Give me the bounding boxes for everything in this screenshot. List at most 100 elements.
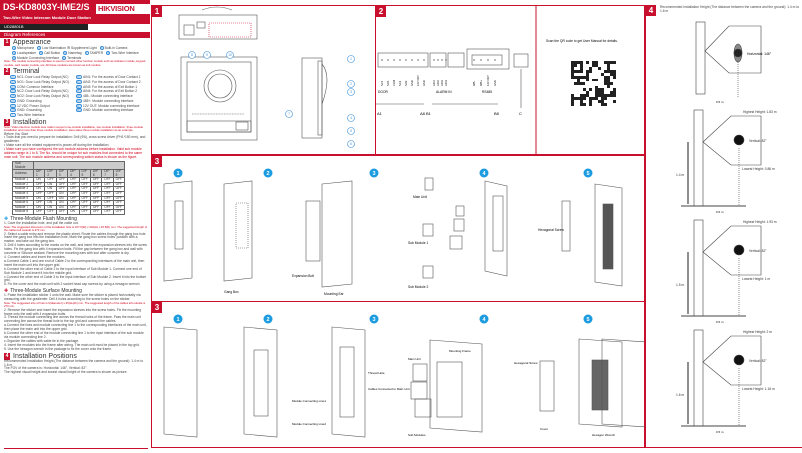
pin-label: AIN1 <box>432 80 436 86</box>
label: Module Connecting Line2 <box>292 422 326 426</box>
pin-label: 12V OUT <box>416 75 420 86</box>
step-badge: 1 <box>173 168 183 178</box>
terminal-label: 485-: Module connecting interface <box>83 93 133 98</box>
highest-height: Highest Height: 1.93 m <box>743 220 777 224</box>
step: 4. Connect cables and insert the modules… <box>4 254 66 259</box>
product-title: DS-KD8003Y-IME2/S <box>3 2 90 12</box>
hikvision-logo: HIKVISION <box>96 4 150 14</box>
qr-code[interactable] <box>571 61 616 106</box>
step: 4. Insert the modules into the frame aft… <box>4 342 140 347</box>
label: Cables Connected to Main Unit <box>368 387 410 391</box>
door-label: DOOR <box>378 90 389 94</box>
terminal-id: B5 <box>76 94 82 99</box>
step-badge: 5 <box>583 168 593 178</box>
callout-number: 8 <box>191 53 193 57</box>
step: b.Connect the other end of Cable 2 to th… <box>4 266 142 275</box>
item-label: TAMPER <box>89 50 104 55</box>
pin-label: COM <box>392 80 396 86</box>
callout-10: 10 <box>226 51 234 59</box>
terminal-id: A4 <box>10 89 16 94</box>
terminal-label: 485+: Module connecting interface <box>83 98 134 103</box>
terminal-label: AIN4: For the access of Exit Button 2 <box>83 89 138 94</box>
bottom-divider <box>4 448 148 449</box>
callout-2: 2 <box>347 80 355 88</box>
highest-height: Highest Height: 1.83 m <box>743 110 777 114</box>
table-cell: Module 8 <box>12 209 34 215</box>
label: Hexagon Wrench <box>592 433 615 437</box>
terminal-label: Two-Wire Interface <box>17 113 45 118</box>
step-number: 2 <box>266 171 269 177</box>
table-cell: OFF <box>112 209 126 215</box>
callout-3: 3 <box>347 88 355 96</box>
step: 5. Use the hexagon wrench in the package… <box>4 346 112 351</box>
b8-label: B8 <box>494 111 500 116</box>
callout-number: 1 <box>12 46 16 50</box>
position-text: Recommended Installation Height (The dis… <box>4 358 144 367</box>
label: Main Unit <box>413 195 427 199</box>
distance-label: 0.5 m <box>716 320 724 324</box>
section-number: 3 <box>4 118 10 126</box>
callout-5: 5 <box>347 127 355 135</box>
label: Sub Modules <box>408 433 426 437</box>
step-number: 1 <box>176 317 179 323</box>
terminal-id: C <box>10 113 16 118</box>
terminal-id: B6 <box>76 98 82 103</box>
label: Module Connecting Line1 <box>292 399 326 403</box>
pin-label: AIN3 <box>440 80 444 86</box>
step: c.Organize the cables with cable tie in … <box>4 338 80 343</box>
callout-8: 8 <box>188 51 196 59</box>
step: 2. Remove the sticker and insert the exp… <box>4 307 142 316</box>
horizontal-fov: Horizontal: 146° <box>747 52 772 56</box>
item-label: Microphone <box>17 45 35 50</box>
lowest-height: Lowest Height: 1.16 m <box>742 387 775 391</box>
callout-number: 6 <box>63 50 68 55</box>
step: 2. Select a cable entry and remove the p… <box>4 231 147 244</box>
callout-9: 9 <box>203 51 211 59</box>
label: Expansion Bolt <box>292 274 314 278</box>
panel-number: 1 <box>152 6 162 17</box>
table-cell: OFF <box>101 209 114 215</box>
pin-label: NC2 <box>398 80 402 86</box>
lowest-height: Lowest Height: 0.86 m <box>742 167 775 171</box>
plus-icon: ✚ <box>4 288 9 295</box>
step-note: Note: The suggested dimension of the ins… <box>4 224 148 233</box>
item-label: Two-Wire Interface <box>111 50 139 55</box>
label: Sub Module 1 <box>408 241 429 245</box>
callout-number: 2 <box>37 46 42 50</box>
c-label: C <box>519 111 522 116</box>
callout-4: 4 <box>347 114 355 122</box>
callout-1: 1 <box>347 55 355 63</box>
item-label: Low Illumination IR Supplement Light <box>42 45 97 50</box>
height-diagram-3 <box>681 329 762 427</box>
step: 5. Fix the cover and the main unit with … <box>4 282 141 287</box>
pin-label: NC1 <box>380 80 384 86</box>
item-label: Built-in Camera <box>104 45 128 50</box>
label: Cover <box>540 427 548 431</box>
vertical-fov: Vertical: 82° <box>749 139 767 143</box>
distance-label: 0.5 m <box>716 100 724 104</box>
header-bar: DS-KD8003Y-IME2/S Two-Wire Video Interco… <box>0 0 150 24</box>
callout-number: 9 <box>206 53 208 57</box>
height-diagram-1 <box>681 109 762 207</box>
a1-label: A1 <box>377 111 383 116</box>
step: a.Connect the lines and module connectin… <box>4 323 147 332</box>
panel-number: 2 <box>376 6 386 17</box>
terminal-label: 12 VDC Power Output <box>17 103 50 108</box>
